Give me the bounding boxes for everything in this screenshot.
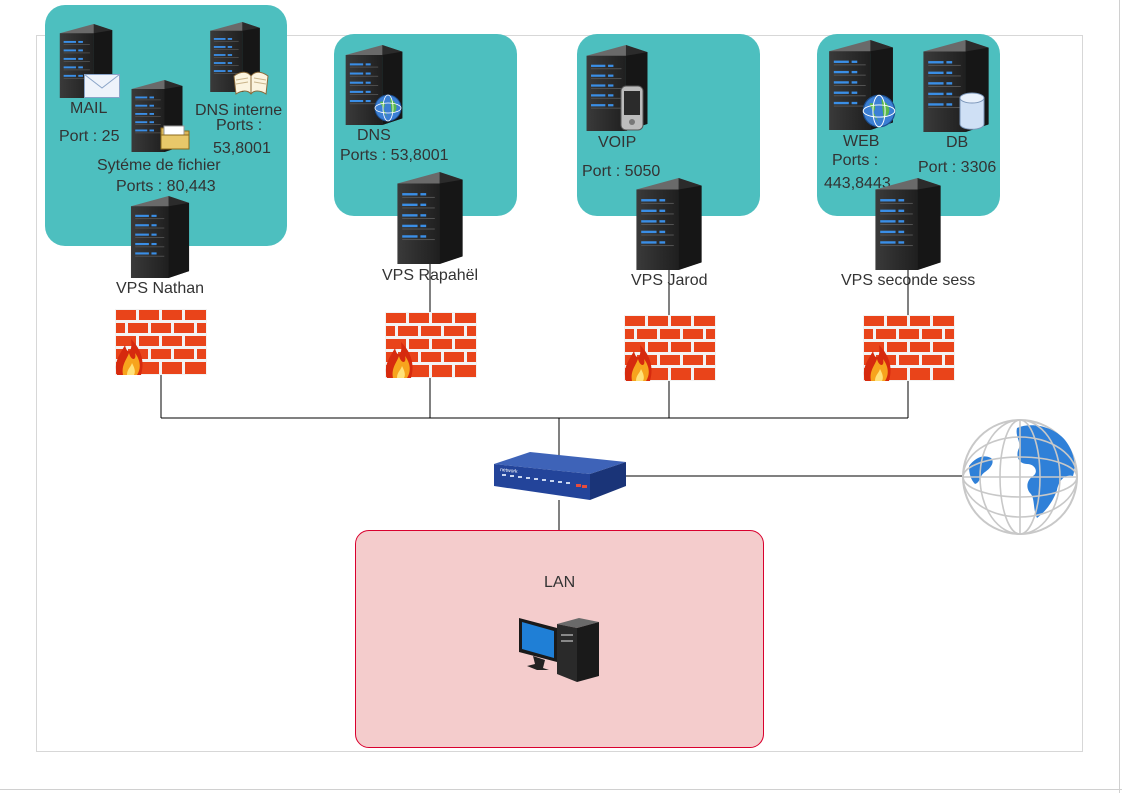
globe-badge-icon	[862, 94, 896, 128]
svg-text:network: network	[500, 467, 519, 475]
voip-port-label: Port : 5050	[582, 163, 661, 180]
web-ports-title: Ports :	[832, 152, 879, 169]
fs-label: Sytéme de fichier	[97, 157, 221, 174]
lan-label: LAN	[544, 574, 576, 591]
dns-internal-ports-value: 53,8001	[213, 140, 271, 157]
open-book-icon	[233, 71, 269, 95]
firewall-raphael-icon[interactable]	[385, 312, 477, 378]
dns-ports-label: Ports : 53,8001	[340, 147, 449, 164]
vps-second-server-icon[interactable]	[873, 178, 943, 270]
web-ports-value: 443,8443	[824, 175, 891, 192]
voip-label: VOIP	[598, 134, 637, 151]
vps-jarod-label: VPS Jarod	[631, 272, 708, 289]
diagram-frame	[36, 35, 1083, 752]
web-label: WEB	[843, 133, 880, 150]
db-port-label: Port : 3306	[918, 159, 997, 176]
db-label: DB	[946, 134, 969, 151]
database-cylinder-icon	[959, 92, 985, 130]
mail-label: MAIL	[70, 100, 108, 117]
vps-jarod-server-icon[interactable]	[634, 178, 704, 270]
vps-raphael-label: VPS Rapahël	[382, 267, 479, 284]
firewall-second-icon[interactable]	[863, 315, 955, 381]
page-edge-bottom	[0, 789, 1122, 790]
dns-internal-ports-title: Ports :	[216, 117, 263, 134]
vps-nathan-label: VPS Nathan	[116, 280, 205, 297]
mail-port-label: Port : 25	[59, 128, 120, 145]
fs-ports-label: Ports : 80,443	[116, 178, 216, 195]
vps-raphael-server-icon[interactable]	[395, 172, 465, 264]
mobile-phone-icon	[620, 85, 644, 131]
firewall-nathan-icon[interactable]	[115, 309, 207, 375]
globe-icon[interactable]	[961, 418, 1079, 536]
desktop-computer-icon[interactable]	[519, 614, 601, 684]
dns-label: DNS	[357, 127, 391, 144]
network-switch-icon[interactable]: network	[492, 452, 628, 502]
globe-badge-icon	[374, 94, 402, 122]
firewall-jarod-icon[interactable]	[624, 315, 716, 381]
folder-icon	[160, 125, 190, 150]
vps-second-label: VPS seconde sess	[841, 272, 976, 289]
page-edge-right	[1119, 0, 1120, 793]
dns-internal-label: DNS interne	[195, 102, 283, 119]
vps-nathan-server-icon[interactable]	[128, 196, 192, 278]
envelope-icon	[84, 74, 120, 98]
